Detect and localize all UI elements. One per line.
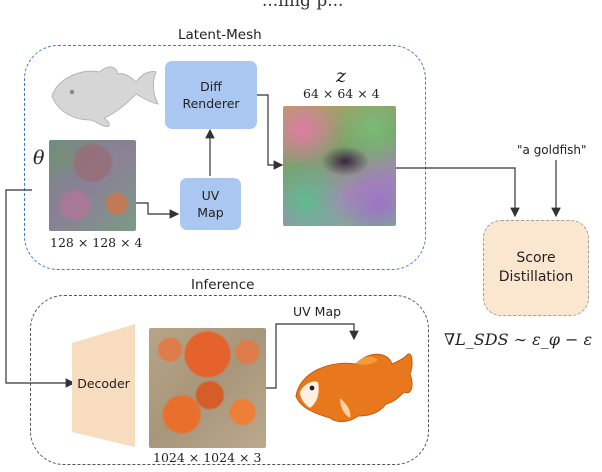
prompt-label: "a goldfish" [517,143,587,157]
header-title-fragment: ...ling p... [262,0,344,11]
decoded-uv-texture-image [149,328,266,448]
decoded-to-uv-map-output-arrow [266,323,359,389]
latent-z-image [283,106,396,226]
inference-group [30,295,429,465]
theta-texture-image [49,140,136,231]
theta-dims-label: 128 × 128 × 4 [50,235,143,250]
goldfish-render-icon [295,353,413,423]
latent-to-score-arrow [396,167,520,218]
theta-label: θ [33,147,45,169]
latent-dims-label: 64 × 64 × 4 [303,86,380,101]
theta-to-decoder-arrow [5,189,76,388]
latent-mesh-title: Latent-Mesh [178,27,262,43]
inference-title: Inference [191,277,255,293]
theta-to-uv-map-arrow [136,202,180,219]
grey-fish-mesh-icon [51,66,159,127]
decoder-block [72,324,135,447]
z-label: z [336,65,347,87]
uv-map-node: UV Map [180,178,241,230]
decoded-dims-label: 1024 × 1024 × 3 [153,450,262,465]
uv-map-output-label: UV Map [293,304,342,319]
gradient-equation: ∇L_SDS ∼ ε_φ − ε [444,330,593,349]
renderer-to-latent-arrow [257,94,284,170]
latent-mesh-group [24,45,426,270]
score-distillation-node: Score Distillation [483,220,589,316]
decoder-label: Decoder [77,375,130,391]
diff-renderer-node: Diff Renderer [165,61,257,129]
